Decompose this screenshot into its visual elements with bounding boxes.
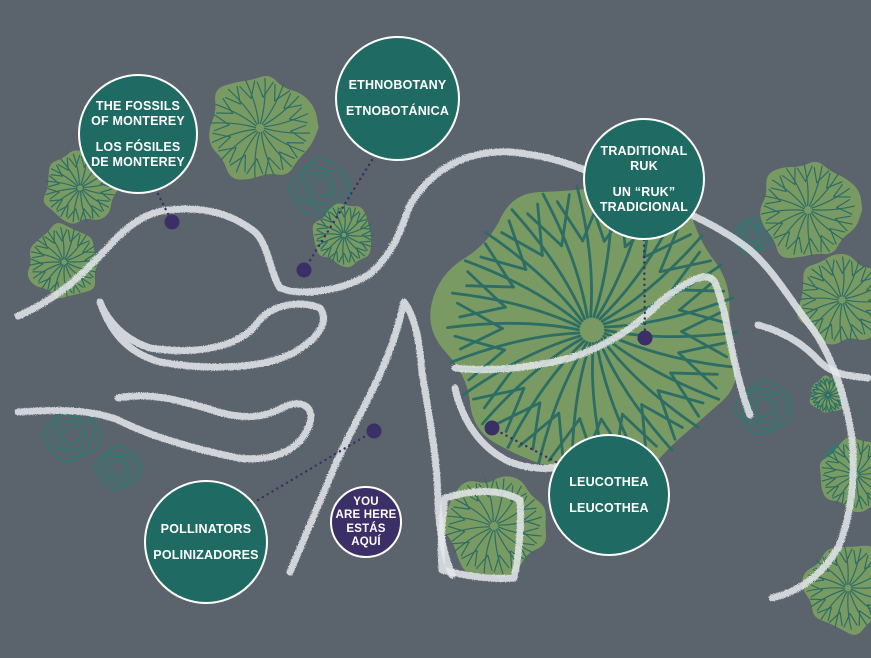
stop-es-line-1: LEUCOTHEA bbox=[569, 500, 649, 515]
stop-ethnobotany[interactable]: ETHNOBOTANY ETNOBOTÁNICA bbox=[335, 36, 460, 161]
trail-main bbox=[14, 148, 857, 602]
location-dot bbox=[296, 262, 312, 278]
trail-layer bbox=[14, 148, 871, 602]
stop-en-line-2: RUK bbox=[630, 158, 658, 173]
stop-en-line-1: POLLINATORS bbox=[160, 521, 252, 536]
stop-fossils-of-monterey[interactable]: THE FOSSILS OF MONTEREY LOS FÓSILES DE M… bbox=[78, 74, 198, 194]
stop-en-line-1: THE FOSSILS bbox=[95, 98, 181, 113]
you-are-here-es-2: AQUÍ bbox=[351, 535, 381, 548]
stop-en-line-1: LEUCOTHEA bbox=[569, 474, 649, 489]
you-are-here-marker: YOU ARE HERE ESTÁS AQUÍ bbox=[330, 486, 402, 558]
tree bbox=[797, 253, 871, 345]
stop-en-line-1: TRADITIONAL bbox=[600, 143, 688, 158]
leader-lines bbox=[156, 158, 647, 502]
marker-dots bbox=[164, 214, 653, 439]
location-dot bbox=[637, 330, 653, 346]
trail-loop-center bbox=[286, 298, 456, 579]
you-are-here-en-2: ARE HERE bbox=[335, 508, 397, 521]
location-dot bbox=[366, 423, 382, 439]
stop-en-line-2: OF MONTEREY bbox=[91, 113, 185, 128]
location-dot bbox=[164, 214, 180, 230]
tree bbox=[209, 76, 319, 180]
tree bbox=[760, 161, 863, 259]
stop-es-line-1: LOS FÓSILES bbox=[95, 139, 181, 154]
you-are-here-es-1: ESTÁS bbox=[346, 523, 386, 535]
leader-line bbox=[490, 426, 558, 464]
stop-en-line-1: ETHNOBOTANY bbox=[348, 78, 447, 92]
trail-south bbox=[437, 488, 525, 582]
trail-spur-lower bbox=[14, 392, 315, 463]
stop-es-line-1: POLINIZADORES bbox=[153, 547, 259, 562]
leader-line bbox=[302, 158, 374, 272]
stop-es-line-1: UN “RUK” bbox=[612, 184, 676, 199]
stop-es-line-1: ETNOBOTÁNICA bbox=[345, 104, 450, 118]
location-dot bbox=[484, 420, 500, 436]
stop-traditional-ruk[interactable]: TRADITIONAL RUK UN “RUK” TRADICIONAL bbox=[583, 118, 705, 240]
stop-es-line-2: TRADICIONAL bbox=[599, 199, 689, 214]
leader-line bbox=[642, 238, 647, 340]
shrub bbox=[94, 445, 142, 490]
trail-bend bbox=[451, 384, 564, 472]
shrub bbox=[734, 379, 794, 436]
stop-leucothea[interactable]: LEUCOTHEA LEUCOTHEA bbox=[548, 434, 670, 556]
tree bbox=[819, 437, 871, 513]
leader-line bbox=[156, 192, 174, 224]
trail-spur-upper bbox=[96, 298, 328, 371]
leader-line bbox=[256, 429, 376, 502]
you-are-here-en-1: YOU bbox=[353, 496, 379, 508]
tree bbox=[312, 203, 374, 268]
trail-loop-right bbox=[451, 273, 754, 419]
trail-east bbox=[754, 321, 871, 382]
stop-es-line-2: DE MONTEREY bbox=[91, 154, 185, 169]
tree bbox=[802, 545, 871, 635]
stop-pollinators[interactable]: POLLINATORS POLINIZADORES bbox=[144, 480, 268, 604]
